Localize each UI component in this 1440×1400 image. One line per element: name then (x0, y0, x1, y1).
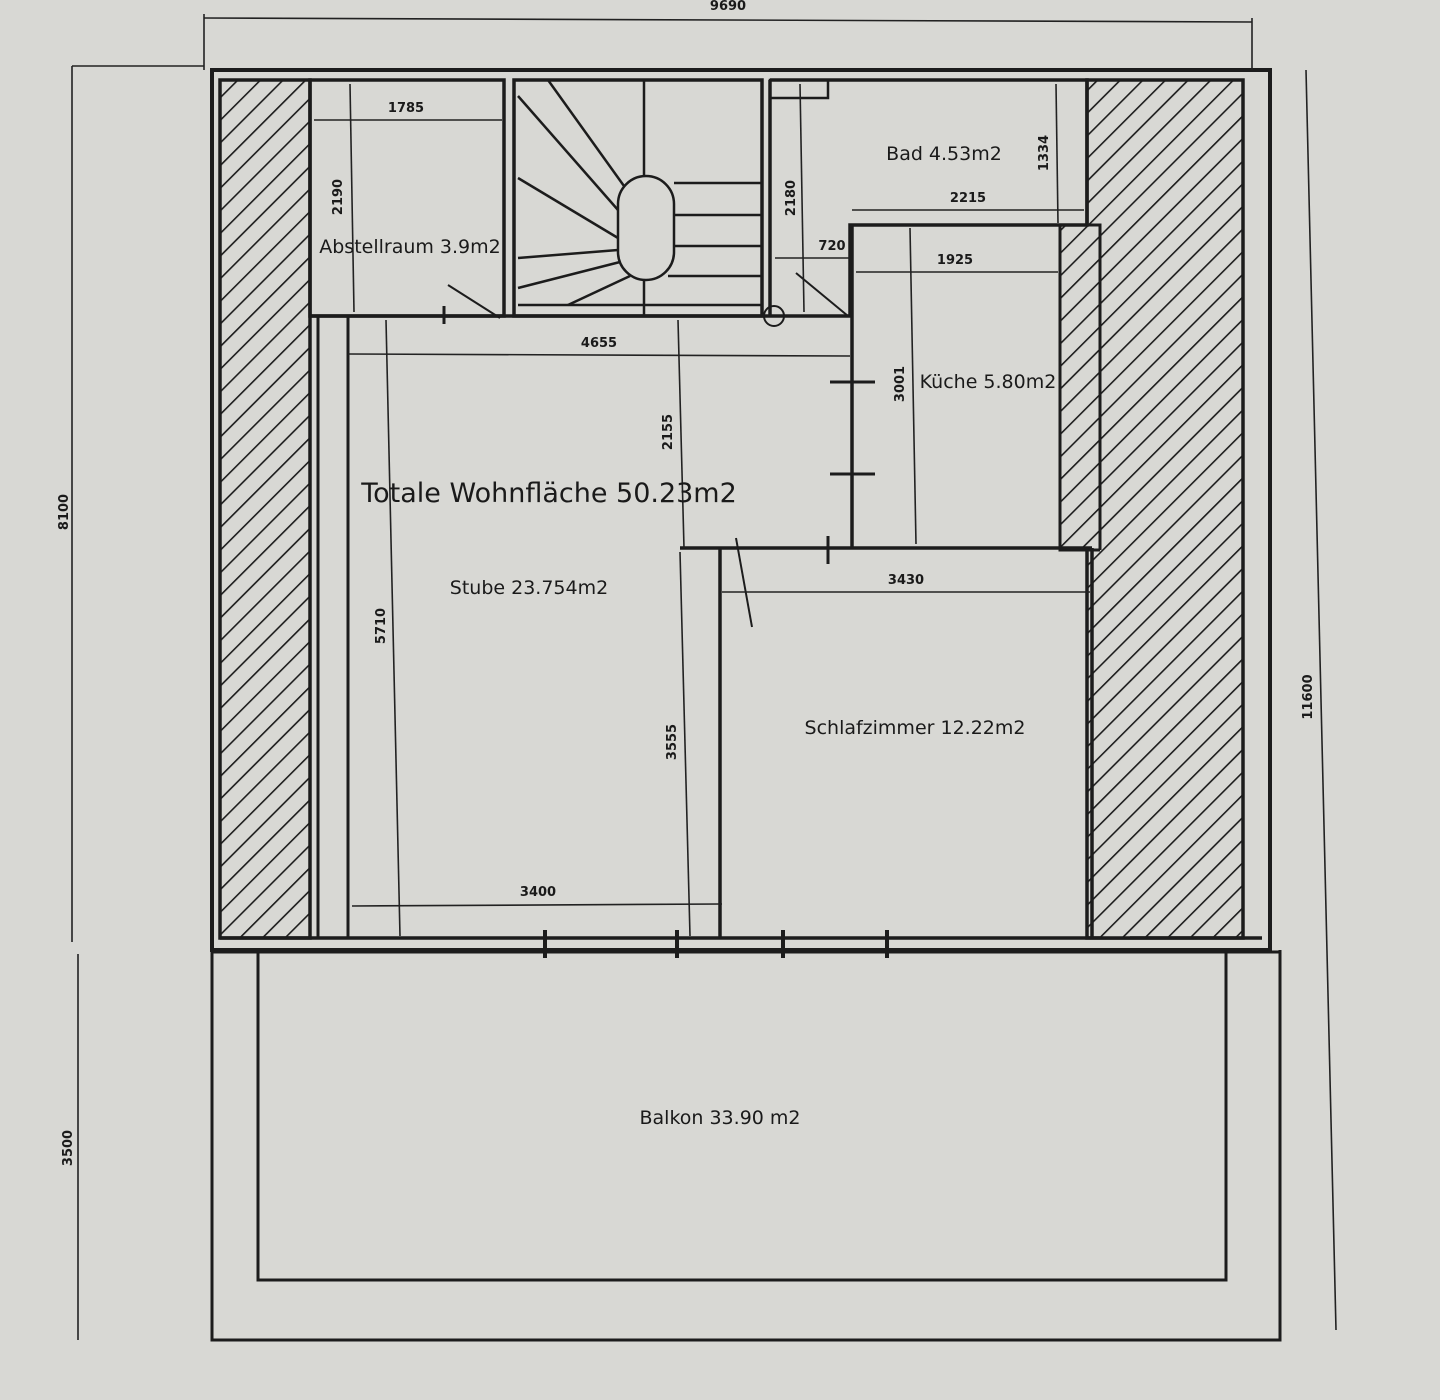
dim-overall-width: 9690 (710, 0, 746, 14)
dim-stube-upper-height: 2155 (661, 414, 676, 450)
dim-overall-height-total: 11600 (1301, 674, 1316, 719)
dim-stube-lower-height: 3555 (665, 724, 680, 760)
room-label-balkon: Balkon 33.90 m2 (639, 1107, 800, 1129)
dim-overall-height-main: 8100 (57, 494, 72, 530)
room-label-kueche: Küche 5.80m2 (920, 371, 1057, 393)
dim-abstellraum-width: 1785 (388, 101, 424, 116)
outer-boundary (210, 68, 1282, 1342)
dim-stube-height: 5710 (374, 608, 389, 644)
room-label-schlafzimmer: Schlafzimmer 12.22m2 (805, 717, 1026, 739)
dim-stair-height: 2180 (784, 180, 799, 216)
dim-overall-height-balcony: 3500 (61, 1130, 76, 1166)
hatched-wall-left (218, 78, 312, 940)
room-label-abstellraum: Abstellraum 3.9m2 (319, 236, 501, 258)
room-label-bad: Bad 4.53m2 (886, 143, 1002, 165)
dim-schlafzimmer-width: 3430 (888, 573, 924, 588)
room-label-stube: Stube 23.754m2 (450, 577, 608, 599)
total-living-area-title: Totale Wohnfläche 50.23m2 (360, 478, 737, 509)
hatched-wall-kitchen (1058, 223, 1102, 552)
interior-walls (220, 78, 1262, 958)
dim-corridor-width: 720 (818, 239, 845, 254)
dim-stube-bottom-width: 3400 (520, 885, 556, 900)
dim-stube-top-width: 4655 (581, 336, 617, 351)
dim-abstellraum-height: 2190 (331, 179, 346, 215)
dim-kueche-height: 3001 (893, 366, 908, 402)
dim-bad-height: 1334 (1037, 135, 1052, 171)
dim-bad-width: 2215 (950, 191, 986, 206)
stair-icon (517, 79, 762, 316)
dimension-lines (71, 14, 1337, 1340)
hatched-wall-bedroom (1100, 550, 1130, 938)
dim-kueche-width: 1925 (937, 253, 973, 268)
